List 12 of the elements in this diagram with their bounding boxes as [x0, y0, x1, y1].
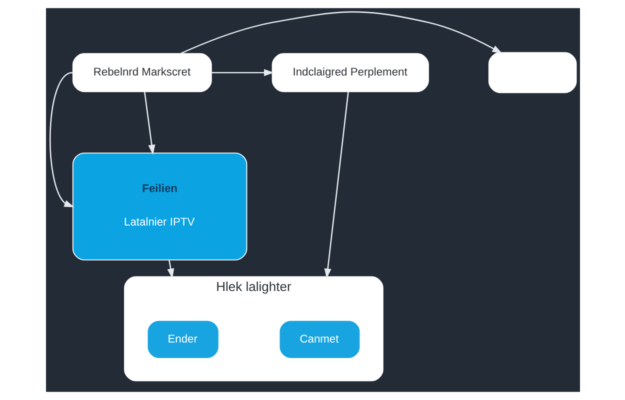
arrow: [211, 69, 274, 76]
arrow: [49, 72, 74, 208]
node-box: Feilien Latalnier IPTV: [72, 152, 247, 260]
arrow: [166, 260, 174, 279]
node-box: Ender: [146, 320, 219, 359]
arrow: [180, 11, 502, 54]
node-box: [488, 52, 576, 94]
node-box: Canmet: [278, 320, 360, 359]
arrow: [324, 92, 348, 279]
arrow: [143, 92, 155, 155]
node-box: Indclaigred Perplement: [271, 53, 428, 92]
node-box: Rebelnrd Markscret: [72, 53, 212, 92]
